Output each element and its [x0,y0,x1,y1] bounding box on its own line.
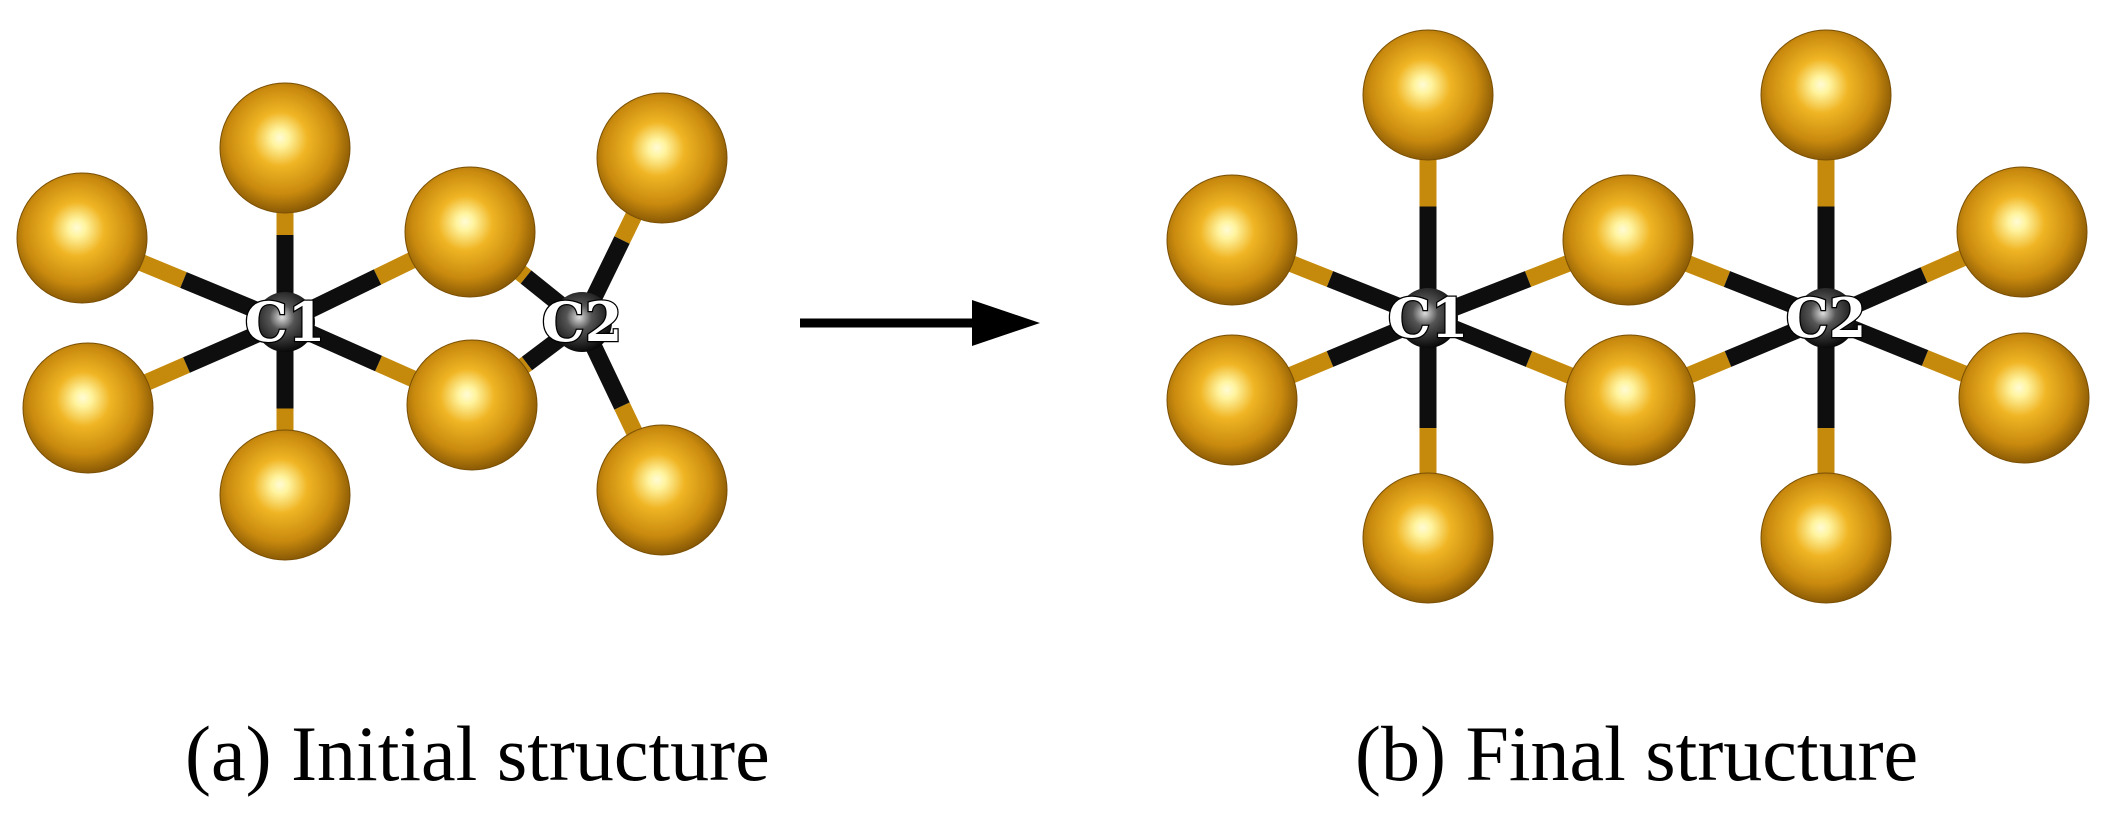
ligand-atom-final-c2lr [1958,332,2090,464]
ligand-atom-initial-top [219,82,351,214]
ligand-atom-final-c2bot [1760,472,1892,604]
ligand-atom-final-ml2 [1564,334,1696,466]
ligand-atom-final-c1ll [1166,334,1298,466]
center-atom-c1-initial [255,292,315,352]
initial-atoms [16,82,728,561]
ligand-atom-initial-c2t [596,92,728,224]
center-label-c2-initial: C2 [542,290,623,354]
final-bonds [1228,95,2028,538]
center-label-c1-initial: C1 [245,290,326,354]
ligand-atom-initial-lr [406,339,538,471]
initial-center-labels: C1 C2 [243,289,623,356]
ligand-atom-initial-bot [219,429,351,561]
ligand-atom-initial-c2b [596,424,728,556]
arrow-head [972,300,1040,346]
center-atom-c2-final [1796,288,1856,348]
center-label-c2-final: C2 [1786,286,1867,350]
ligand-atom-final-ml1 [1562,174,1694,306]
initial-centers [255,292,612,352]
ligand-atom-final-c1ul [1166,174,1298,306]
final-center-labels: C1 C2 [1386,285,1867,352]
transformation-arrow [800,300,1040,346]
ligand-atom-final-c2ur [1956,166,2088,298]
ligand-atom-initial-ur [404,166,536,298]
final-structure-panel: C1 C2 [1166,29,2090,604]
ligand-atom-initial-ll [22,342,154,474]
final-structure-caption: (b) Final structure [1355,710,1919,797]
center-atom-c1-final [1398,288,1458,348]
initial-structure-caption: (a) Initial structure [185,710,770,797]
ligand-atom-final-c2top [1760,29,1892,161]
ligand-atom-final-c1top [1362,29,1494,161]
initial-structure-panel: C1 C2 [16,82,728,561]
center-label-c1-final: C1 [1388,286,1469,350]
final-atoms [1166,29,2090,604]
ligand-atom-initial-ul [16,172,148,304]
ligand-atom-final-c1bot [1362,472,1494,604]
center-atom-c2-initial [552,292,612,352]
final-centers [1398,288,1856,348]
